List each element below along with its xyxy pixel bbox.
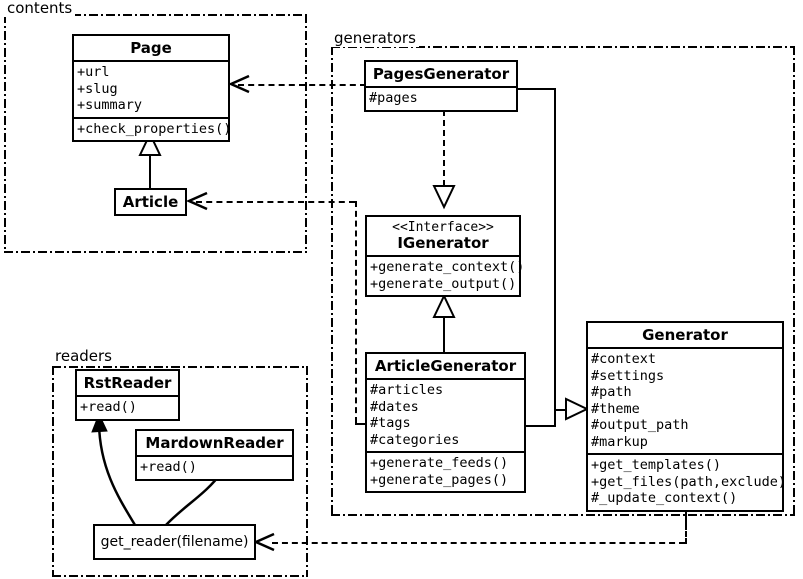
class-mardown-reader[interactable]: MardownReader +read(): [135, 429, 294, 481]
class-rst-reader-method: +read(): [80, 399, 137, 415]
class-page[interactable]: Page +url +slug +summary +check_properti…: [72, 34, 232, 142]
edge-pagesgen-into-generator: [554, 409, 568, 411]
edge-generator-uses-getreader: [272, 542, 685, 544]
class-igenerator-method: +generate_context(): [370, 259, 525, 275]
edge-generator-uses-getreader-v: [685, 524, 687, 544]
class-generator-attr: #output_path: [591, 417, 689, 433]
class-igenerator-stereotype: <<Interface>>: [392, 220, 494, 235]
class-mardown-reader-method: +read(): [140, 459, 197, 475]
class-mardown-reader-title: MardownReader: [145, 434, 284, 452]
class-page-methods: +check_properties(): [74, 116, 232, 141]
class-page-method: +check_properties(): [77, 120, 232, 137]
class-pages-generator-attributes: #pages: [366, 86, 516, 110]
function-get-reader-label: get_reader(filename): [100, 534, 249, 550]
class-article-generator-methods: +generate_feeds() +generate_pages(): [367, 451, 524, 491]
class-generator-attr: #markup: [591, 433, 648, 450]
edge-pagesgen-realizes-igenerator: [443, 110, 445, 186]
class-pages-generator[interactable]: PagesGenerator #pages: [364, 60, 518, 112]
edge-pagesgen-right: [518, 88, 556, 90]
edge-articlegen-uses-article-h2: [355, 423, 367, 425]
edge-articlegen-uses-article-v: [355, 201, 357, 423]
class-page-title: Page: [130, 39, 172, 57]
edge-articlegen-up: [554, 409, 556, 427]
class-article-generator-attr: #tags: [370, 415, 411, 431]
class-igenerator-title: IGenerator: [397, 234, 489, 252]
class-generator-attributes: #context #settings #path #theme #output_…: [588, 347, 782, 453]
class-page-attr: +url: [77, 64, 110, 80]
class-igenerator-method: +generate_output(): [370, 275, 517, 292]
edge-pagesgen-down: [554, 88, 556, 411]
class-mardown-reader-methods: +read(): [137, 455, 292, 479]
class-rst-reader[interactable]: RstReader +read(): [75, 369, 180, 421]
class-generator-attr: #path: [591, 384, 632, 400]
class-pages-generator-attr: #pages: [369, 90, 418, 106]
class-rst-reader-title: RstReader: [83, 374, 172, 392]
function-get-reader[interactable]: get_reader(filename): [93, 524, 256, 560]
class-article-generator-attributes: #articles #dates #tags #categories: [367, 378, 524, 451]
class-igenerator[interactable]: <<Interface>> IGenerator +generate_conte…: [365, 215, 525, 297]
class-generator-method: #_update_context(): [591, 490, 738, 506]
package-readers-label: readers: [52, 348, 115, 365]
class-generator-methods: +get_templates() +get_files(path,exclude…: [588, 453, 787, 510]
class-article-generator-method: +generate_feeds(): [370, 455, 509, 471]
class-article-generator-attr: #categories: [370, 431, 460, 448]
class-generator-attr: #context: [591, 351, 657, 367]
class-generator-title: Generator: [642, 326, 728, 344]
class-article-generator-title: ArticleGenerator: [374, 357, 517, 375]
edge-articlegen-right: [526, 425, 556, 427]
class-article[interactable]: Article: [114, 188, 187, 216]
class-page-attr: +slug: [77, 80, 118, 97]
class-generator-method: +get_templates(): [591, 457, 722, 473]
class-pages-generator-title: PagesGenerator: [372, 65, 510, 83]
edge-generator-bottom-stem: [685, 502, 687, 524]
edge-articlegen-uses-article-h1: [196, 201, 355, 203]
class-generator-method: +get_files(path,exclude): [591, 473, 787, 490]
edge-article-to-page: [149, 135, 151, 190]
edge-articlegen-to-igenerator: [443, 297, 445, 353]
class-article-title: Article: [122, 193, 179, 211]
class-rst-reader-methods: +read(): [77, 395, 178, 419]
class-generator-attr: #settings: [591, 367, 665, 384]
class-page-attributes: +url +slug +summary: [74, 60, 228, 117]
class-article-generator[interactable]: ArticleGenerator #articles #dates #tags …: [365, 352, 526, 493]
class-page-attr: +summary: [77, 97, 143, 113]
package-contents-label: contents: [4, 0, 76, 17]
class-igenerator-methods: +generate_context() +generate_output(): [367, 255, 525, 295]
package-generators-label: generators: [331, 30, 419, 47]
class-generator[interactable]: Generator #context #settings #path #them…: [586, 321, 787, 512]
class-article-generator-attr: #dates: [370, 398, 419, 415]
class-article-generator-attr: #articles: [370, 382, 444, 398]
class-generator-attr: #theme: [591, 400, 640, 417]
class-article-generator-method: +generate_pages(): [370, 471, 509, 488]
edge-pagesgen-uses-page: [238, 84, 366, 86]
